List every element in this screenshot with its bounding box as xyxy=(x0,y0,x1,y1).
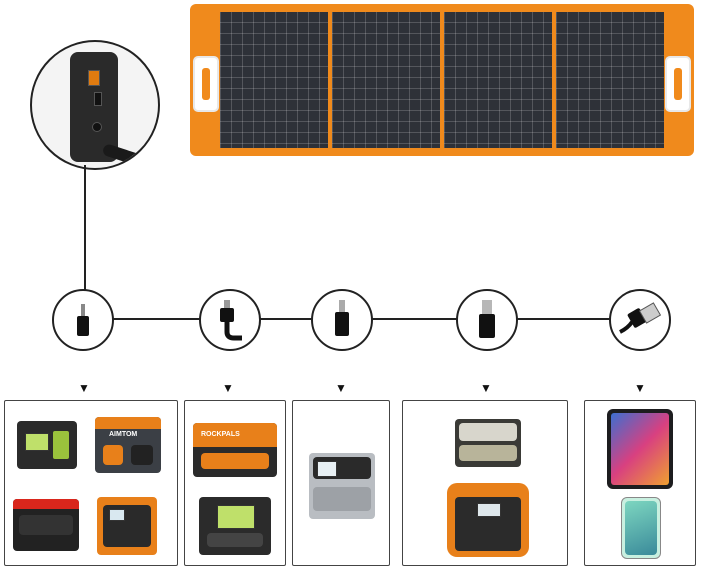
device-group-4 xyxy=(402,400,568,566)
device-group-2: ROCKPALS xyxy=(184,400,286,566)
brand-label: AIMTOM xyxy=(109,431,138,438)
usb-icon xyxy=(619,302,662,334)
panel-handle-right xyxy=(665,56,691,112)
phone-device xyxy=(621,497,661,559)
connector-circle-3 xyxy=(311,289,373,351)
connector-circle-2 xyxy=(199,289,261,351)
arrow-down-icon: ▼ xyxy=(222,381,234,395)
dc-port-icon xyxy=(92,122,102,132)
arrow-down-icon: ▼ xyxy=(634,381,646,395)
device-group-1: AIMTOM xyxy=(4,400,178,566)
device-group-5 xyxy=(584,400,696,566)
device-group-3 xyxy=(292,400,390,566)
connector-circle-5 xyxy=(609,289,671,351)
solar-panel xyxy=(190,4,694,156)
power-station-device: AIMTOM xyxy=(95,417,161,473)
cable xyxy=(101,143,158,168)
tablet-device xyxy=(607,409,673,489)
power-station-device xyxy=(13,499,79,551)
power-station-device xyxy=(447,483,529,557)
power-station-device xyxy=(97,497,157,555)
power-station-device: ROCKPALS xyxy=(193,423,277,477)
arrow-down-icon: ▼ xyxy=(480,381,492,395)
dc-plug-icon xyxy=(479,300,495,338)
power-station-device xyxy=(455,419,521,467)
dc-plug-icon xyxy=(335,300,349,336)
solar-cell-group xyxy=(332,12,440,148)
solar-cell-group xyxy=(444,12,552,148)
connector-line-vertical xyxy=(84,165,86,315)
junction-box xyxy=(70,52,118,162)
dc-plug-icon xyxy=(220,300,242,341)
connector-circle-1 xyxy=(52,289,114,351)
power-station-device xyxy=(309,453,375,519)
power-station-device xyxy=(199,497,271,555)
usb-port-icon xyxy=(94,92,102,106)
connector-circle-4 xyxy=(456,289,518,351)
brand-label: ROCKPALS xyxy=(201,431,240,438)
arrow-down-icon: ▼ xyxy=(78,381,90,395)
power-station-device xyxy=(17,421,77,469)
dc-plug-icon xyxy=(77,304,89,336)
panel-handle-left xyxy=(193,56,219,112)
solar-cell-group xyxy=(556,12,664,148)
usb-port-icon xyxy=(88,70,100,86)
junction-box-zoom xyxy=(30,40,160,170)
solar-cell-group xyxy=(220,12,328,148)
arrow-down-icon: ▼ xyxy=(335,381,347,395)
